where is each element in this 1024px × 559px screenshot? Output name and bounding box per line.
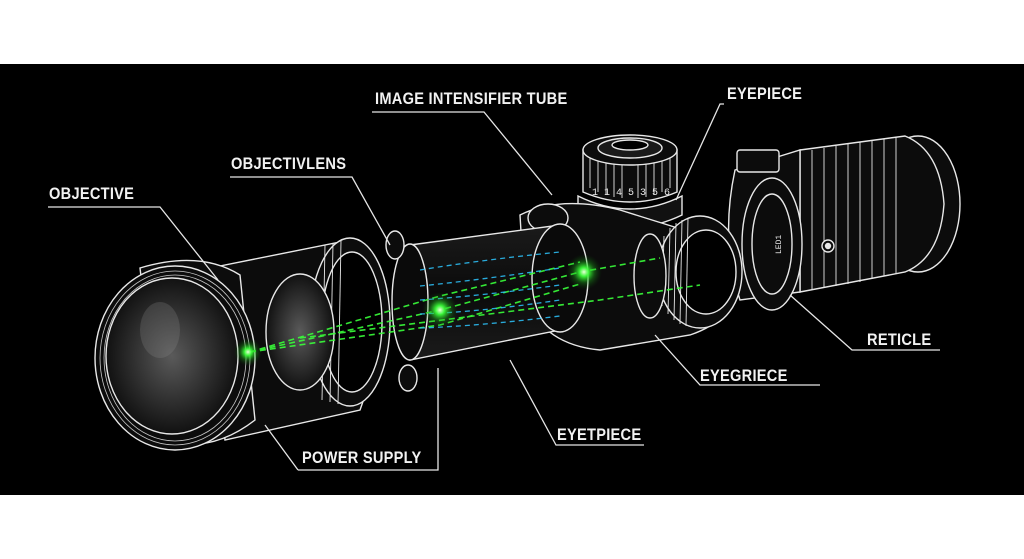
light-path	[234, 251, 701, 366]
eyepiece-assembly	[727, 135, 961, 311]
turret	[577, 134, 683, 229]
label-eyetpiece: EYETPIECE	[557, 425, 642, 444]
label-image-intensifier-tube: IMAGE INTENSIFIER TUBE	[375, 89, 568, 108]
turret-scale: 1 1 4 5 3 5 6	[592, 188, 670, 199]
label-objectivlens: OBJECTIVLENS	[231, 154, 347, 173]
label-eyepiece: EYEPIECE	[727, 84, 803, 103]
label-reticle: RETICLE	[867, 330, 932, 349]
leader-lines	[48, 103, 940, 471]
objective-barrel	[209, 230, 418, 441]
label-power-supply: POWER SUPPLY	[302, 448, 422, 467]
label-eyegriece: EYEGRIECE	[700, 366, 788, 385]
objective-lens	[94, 259, 256, 451]
intensifier-tube	[391, 223, 589, 361]
side-marking: LED1	[775, 235, 784, 254]
label-objective: OBJECTIVE	[49, 184, 135, 203]
